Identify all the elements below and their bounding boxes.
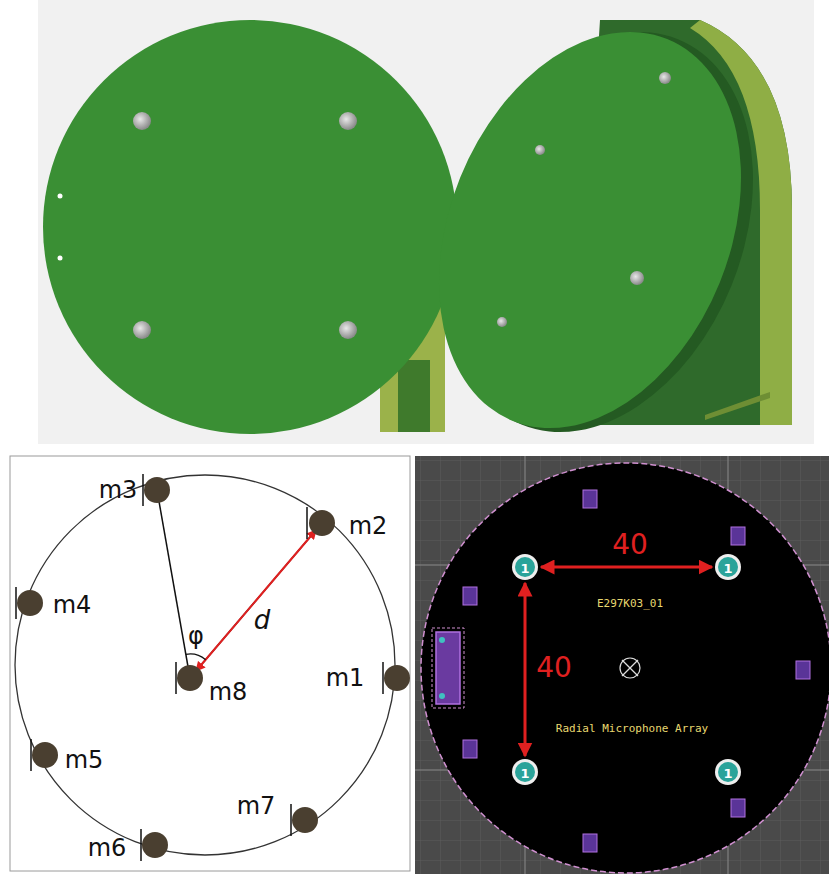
- pad-number: 1: [520, 562, 529, 575]
- microphone-label: m4: [53, 593, 92, 617]
- microphone-label: m7: [237, 794, 276, 818]
- dimension-label: 40: [536, 654, 572, 682]
- pad-number: 1: [723, 562, 732, 575]
- pcb-render: [38, 0, 814, 478]
- board-id: E297K03_01: [597, 598, 663, 609]
- microphone-label: m1: [326, 666, 365, 690]
- dimension-label: 40: [612, 531, 648, 559]
- board-title: Radial Microphone Array: [556, 723, 708, 734]
- microphone-label: m2: [349, 514, 388, 538]
- distance-label: d: [254, 607, 271, 633]
- angle-label: φ: [188, 624, 204, 648]
- microphone-label: m3: [99, 478, 138, 502]
- microphone-label: m8: [209, 680, 248, 704]
- pad-number: 1: [520, 767, 529, 780]
- pcb-layout: [415, 456, 829, 874]
- pad-number: 1: [723, 767, 732, 780]
- array-geometry: [10, 456, 410, 871]
- microphone-label: m5: [65, 748, 104, 772]
- microphone-label: m6: [88, 836, 127, 860]
